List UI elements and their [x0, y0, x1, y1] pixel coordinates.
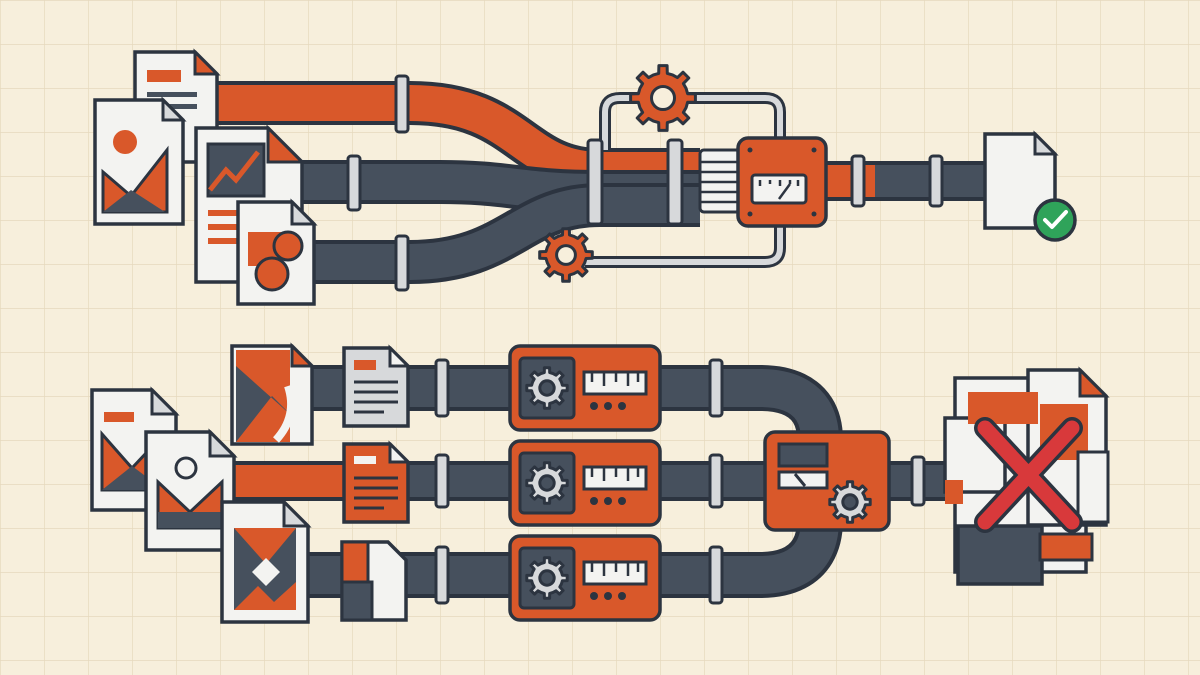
x-mark-icon: [974, 417, 1083, 533]
envelope-document-icon: [144, 428, 238, 552]
gear-icon: [525, 366, 569, 410]
gear-hole: [538, 474, 556, 492]
coupling: [434, 545, 450, 605]
coupling: [910, 455, 926, 507]
coupling: [434, 358, 450, 418]
filter-connector: [698, 148, 742, 214]
top-pipes: [175, 81, 990, 284]
gear-icon: [525, 461, 569, 505]
small-orange-document-icon: [342, 440, 412, 524]
top-pipeline: [93, 48, 1077, 306]
coupling: [850, 154, 866, 208]
gear-hole: [841, 493, 859, 511]
top-couplings: [346, 74, 944, 292]
mixed-document-icon: [220, 498, 312, 624]
shapes-document-icon: [236, 198, 318, 306]
coupling: [708, 545, 724, 605]
gear-icon: [629, 64, 697, 132]
pipe-orange-upper: [175, 85, 700, 188]
small-text-document-icon: [342, 344, 412, 428]
bottom-pipeline: [90, 342, 1110, 624]
output-document-success: [983, 130, 1059, 230]
pipe-slate-lower: [300, 187, 700, 280]
coupling: [708, 358, 724, 418]
coupling: [666, 138, 684, 226]
meter-gauge: [750, 173, 808, 205]
slide-document-icon: [230, 342, 316, 446]
gear-icon: [538, 227, 594, 283]
gear-icon: [828, 480, 872, 524]
coupling: [586, 138, 604, 226]
bottom-couplings: [434, 358, 926, 605]
coupling: [394, 234, 410, 292]
gear-hole: [538, 379, 556, 397]
check-icon: [1033, 198, 1077, 242]
coupling: [346, 154, 362, 212]
coupling: [708, 453, 724, 509]
meter-unit: [736, 136, 828, 228]
bypass-lower: [585, 222, 783, 265]
coupling: [394, 74, 410, 134]
gear-hole: [555, 244, 577, 266]
gear-hole: [538, 569, 556, 587]
image-document-icon: [93, 96, 187, 226]
coupling: [928, 154, 944, 208]
small-mixed-document-icon: [340, 540, 408, 622]
gear-hole: [650, 85, 676, 111]
merge-processor-unit: [763, 430, 891, 532]
coupling: [434, 453, 450, 509]
gear-icon: [525, 556, 569, 600]
